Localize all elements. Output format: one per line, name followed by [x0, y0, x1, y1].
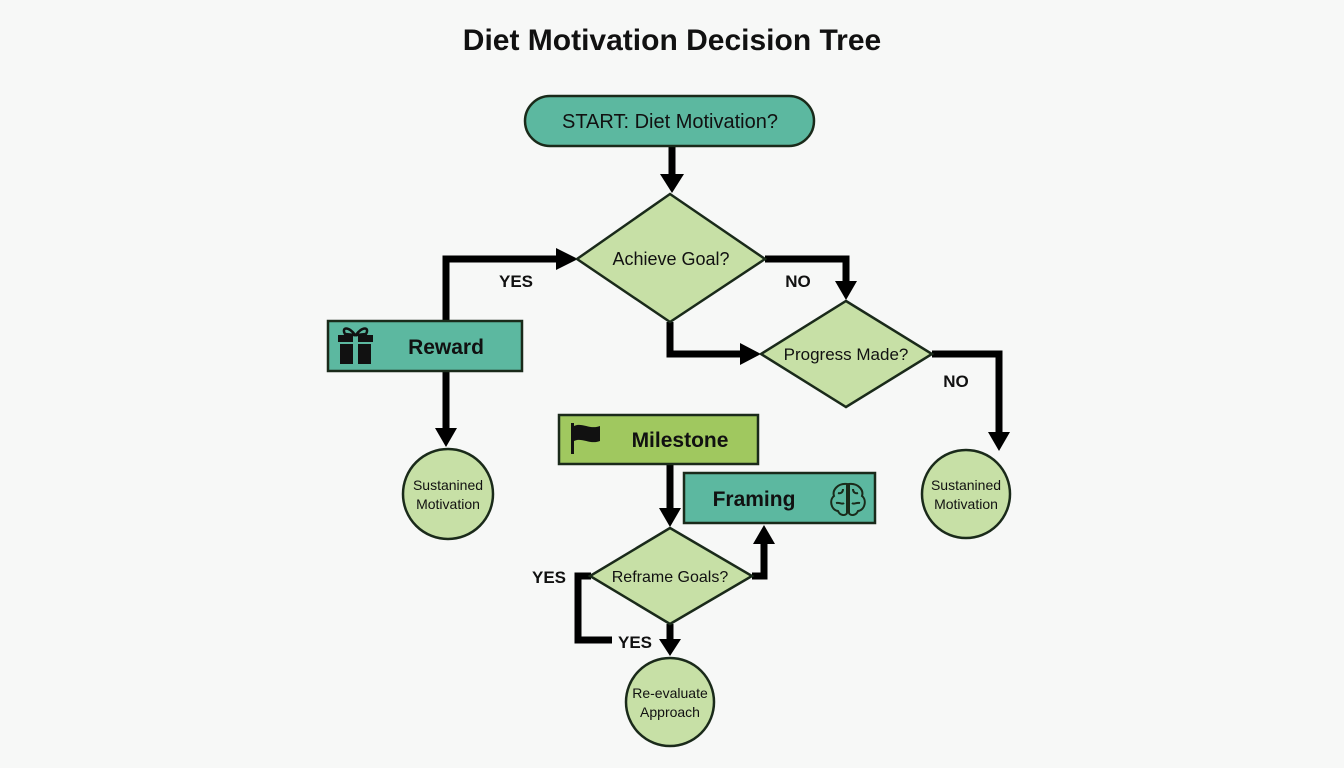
brain-icon	[830, 482, 866, 517]
edge-label-achieve-no: NO	[785, 272, 811, 291]
connector-achieve-to-progress	[666, 322, 742, 358]
reward-label: Reward	[408, 336, 484, 359]
framing-label: Framing	[713, 488, 796, 511]
sustained-right-line2: Motivation	[934, 496, 998, 512]
milestone-node: Milestone	[557, 413, 760, 466]
arrowhead	[753, 525, 775, 544]
achieve-goal-label: Achieve Goal?	[612, 249, 729, 269]
start-node-label: START: Diet Motivation?	[562, 111, 778, 133]
edge-label-progress-no: NO	[943, 372, 969, 391]
arrowhead	[988, 432, 1010, 451]
connector-reframe-to-framing	[752, 541, 768, 580]
reframe-goals-label: Reframe Goals?	[612, 569, 729, 586]
connector-achieve-yes-to-reward	[442, 255, 560, 321]
sustained-motivation-right: Sustanined Motivation	[920, 448, 1012, 540]
connector-reframe-yes-loop	[574, 572, 612, 644]
gift-icon	[338, 327, 373, 364]
achieve-goal-decision: Achieve Goal?	[574, 192, 768, 324]
edge-label-achieve-yes: YES	[499, 272, 533, 291]
sustained-right-line1: Sustanined	[931, 477, 1001, 493]
arrowhead	[659, 508, 681, 527]
sustained-motivation-left: Sustanined Motivation	[401, 447, 495, 541]
arrowhead	[835, 281, 857, 300]
reward-node: Reward	[326, 319, 524, 373]
connector-achieve-no-to-progress	[765, 255, 850, 283]
start-node: START: Diet Motivation?	[523, 94, 816, 148]
flag-icon	[571, 423, 600, 454]
reevaluate-approach-node: Re-evaluate Approach	[624, 656, 716, 748]
reframe-goals-decision: Reframe Goals?	[587, 526, 755, 626]
arrowhead	[740, 343, 761, 365]
arrowhead	[556, 248, 578, 270]
diagram-title: Diet Motivation Decision Tree	[463, 24, 881, 57]
framing-node: Framing	[682, 471, 877, 525]
arrowhead	[660, 174, 684, 193]
sustained-left-line2: Motivation	[416, 496, 480, 512]
progress-made-decision: Progress Made?	[758, 299, 935, 409]
edge-label-reframe-yes-left: YES	[532, 568, 566, 587]
connector-progress-no-to-sustained	[932, 350, 1003, 434]
arrowhead	[659, 639, 681, 656]
milestone-label: Milestone	[632, 429, 729, 452]
reevaluate-line1: Re-evaluate	[632, 685, 708, 701]
arrowhead	[435, 428, 457, 447]
edge-label-reframe-yes-bottom: YES	[618, 633, 652, 652]
progress-made-label: Progress Made?	[784, 345, 909, 364]
reevaluate-line2: Approach	[640, 704, 700, 720]
sustained-left-line1: Sustanined	[413, 477, 483, 493]
